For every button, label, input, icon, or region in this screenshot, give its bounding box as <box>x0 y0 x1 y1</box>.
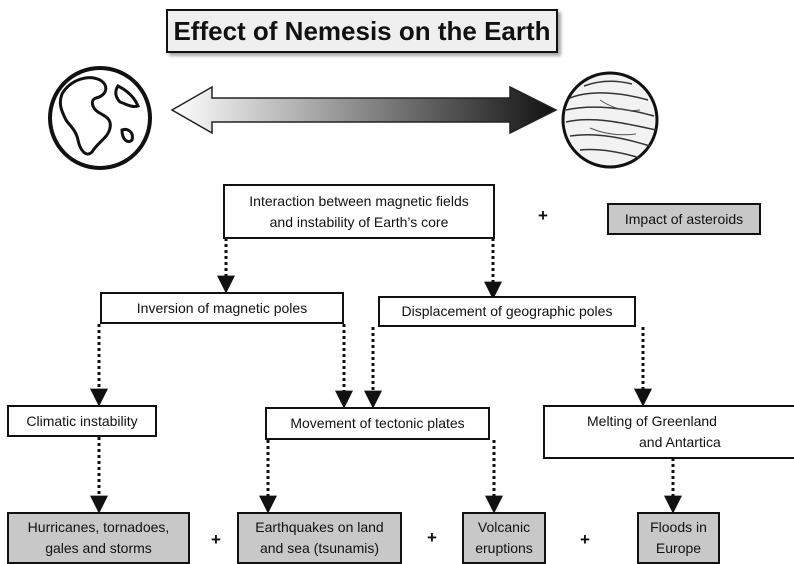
node-volcanic: Volcanic eruptions <box>462 512 546 564</box>
double-headed-gradient-arrow <box>170 85 558 135</box>
plus-sign: + <box>580 530 590 549</box>
node-hurricanes: Hurricanes, tornadoes, gales and storms <box>7 512 190 564</box>
plus-sign: + <box>211 530 221 549</box>
node-earthquakes: Earthquakes on land and sea (tsunamis) <box>237 512 402 564</box>
page-title: Effect of Nemesis on the Earth <box>166 9 558 53</box>
nemesis-planet-icon <box>561 71 659 169</box>
node-tectonic: Movement of tectonic plates <box>265 407 490 440</box>
earth-globe-icon <box>48 66 152 170</box>
node-displacement: Displacement of geographic poles <box>378 296 636 327</box>
node-interaction: Interaction between magnetic fields and … <box>223 184 495 239</box>
node-inversion: Inversion of magnetic poles <box>100 292 344 324</box>
node-climatic: Climatic instability <box>7 405 157 437</box>
node-melting: Melting of Greenland and Antartica <box>543 405 794 459</box>
node-floods: Floods in Europe <box>637 512 720 564</box>
plus-sign: + <box>427 528 437 547</box>
plus-sign: + <box>538 206 548 225</box>
node-asteroids: Impact of asteroids <box>607 203 761 235</box>
